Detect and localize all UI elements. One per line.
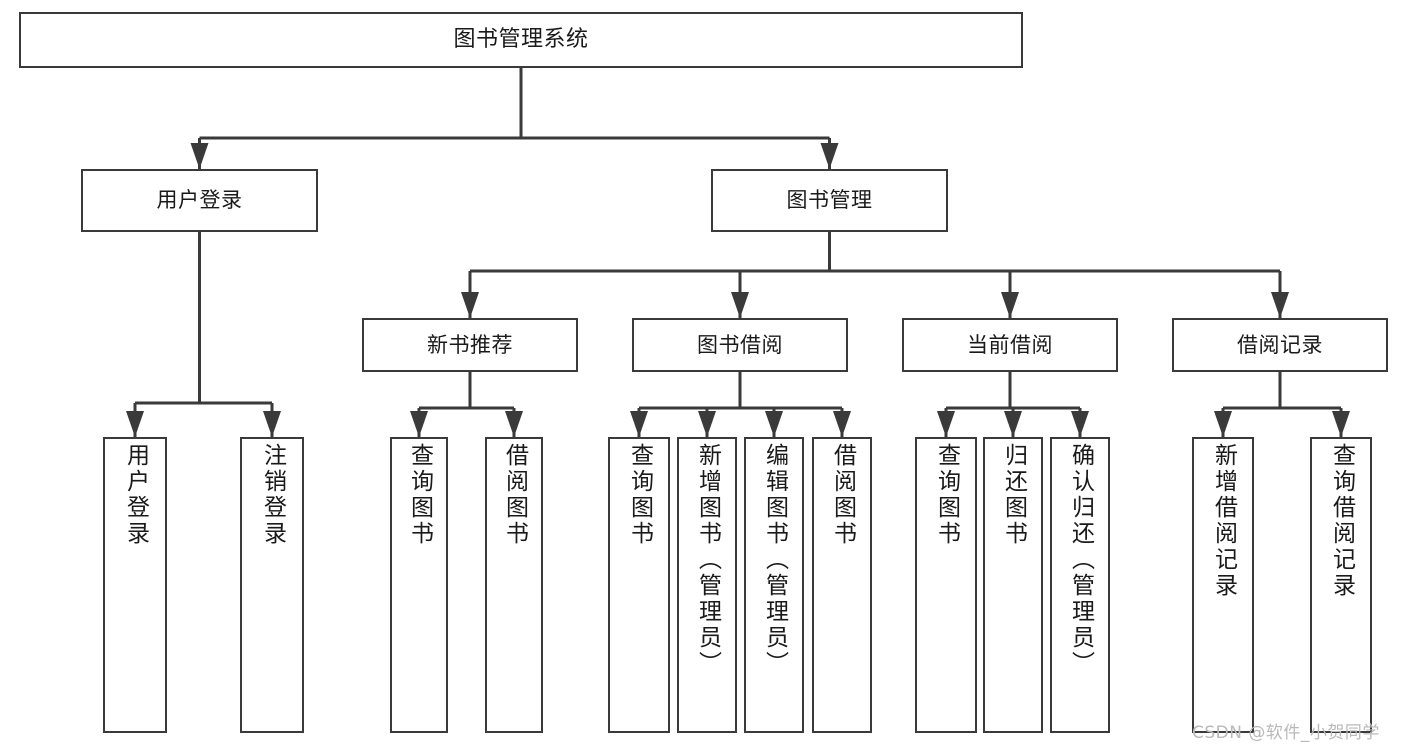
node-login[interactable]: 用户登录 [81,169,318,232]
node-leaf-bw-borrow[interactable]: 借阅图书 [812,437,872,733]
node-label: 借阅记录 [1237,332,1323,357]
node-label: 查询借阅记录 [1328,443,1355,599]
node-label: 图书管理系统 [453,27,589,53]
node-label: 新书推荐 [427,332,513,357]
node-borrow[interactable]: 图书借阅 [632,318,848,372]
node-leaf-nb-borrow[interactable]: 借阅图书 [485,437,543,733]
node-label: 新增图书（管理员） [694,443,721,677]
node-label: 用户登录 [156,188,243,213]
node-current[interactable]: 当前借阅 [902,318,1118,372]
node-leaf-bw-edit[interactable]: 编辑图书（管理员） [744,437,804,733]
node-leaf-rec-add[interactable]: 新增借阅记录 [1192,437,1254,733]
node-leaf-user-login[interactable]: 用户登录 [103,437,167,733]
node-label: 用户登录 [122,443,149,547]
node-label: 查询图书 [626,443,653,547]
node-label: 确认归还（管理员） [1067,443,1094,677]
node-records[interactable]: 借阅记录 [1172,318,1388,372]
node-leaf-cur-confirm[interactable]: 确认归还（管理员） [1050,437,1110,733]
node-label: 借阅图书 [829,443,856,547]
watermark: CSDN @软件_小贺同学 [1192,723,1380,743]
node-label: 注销登录 [259,443,286,547]
node-label: 查询图书 [406,443,433,547]
node-label: 借阅图书 [501,443,528,547]
node-leaf-cur-return[interactable]: 归还图书 [983,437,1043,733]
node-newbook[interactable]: 新书推荐 [362,318,578,372]
node-leaf-cur-query[interactable]: 查询图书 [915,437,977,733]
node-root[interactable]: 图书管理系统 [19,12,1023,68]
node-label: 当前借阅 [967,332,1053,357]
node-leaf-user-logout[interactable]: 注销登录 [240,437,304,733]
node-leaf-rec-query[interactable]: 查询借阅记录 [1310,437,1372,733]
node-label: 归还图书 [1000,443,1027,547]
node-label: 新增借阅记录 [1210,443,1237,599]
node-label: 图书借阅 [697,332,783,357]
node-leaf-bw-add[interactable]: 新增图书（管理员） [677,437,737,733]
node-leaf-bw-query[interactable]: 查询图书 [608,437,670,733]
node-bookmgmt[interactable]: 图书管理 [711,169,948,232]
node-label: 图书管理 [786,188,873,213]
node-label: 编辑图书（管理员） [761,443,788,677]
node-leaf-nb-query[interactable]: 查询图书 [390,437,448,733]
node-label: 查询图书 [933,443,960,547]
